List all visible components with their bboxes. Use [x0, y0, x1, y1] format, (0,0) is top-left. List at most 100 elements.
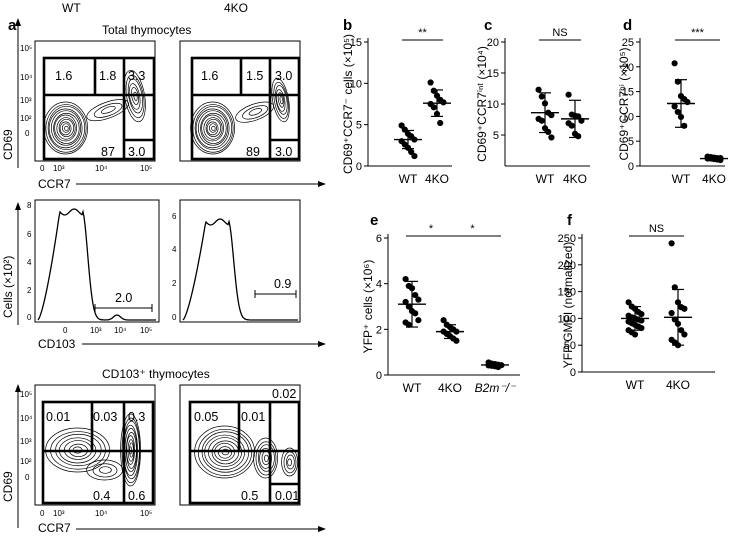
gate-value: 0.6: [128, 489, 145, 503]
data-point: [437, 119, 444, 127]
gate-value: 0.5: [241, 489, 258, 503]
x-category-label: 4KO: [563, 172, 587, 186]
panel-letter: b: [343, 17, 352, 34]
contour-line: [53, 112, 80, 144]
y-tick-label: 0: [570, 367, 576, 379]
data-point: [575, 113, 582, 120]
data-point: [674, 108, 681, 116]
data-point: [412, 291, 419, 299]
y-axis-label: CD69⁺CCR7ⁱⁿᵗ (×10⁴): [475, 46, 489, 162]
hist-wt-y-ticks: 8 6 4 2 0: [27, 201, 32, 322]
contour-line: [200, 112, 227, 144]
data-point: [678, 327, 685, 334]
data-point: [545, 128, 552, 135]
gate-value: 1.5: [246, 69, 263, 83]
y-tick-label: 10⁵: [20, 390, 32, 399]
significance-label: *: [470, 223, 475, 235]
y-tick-label: 25: [622, 37, 634, 49]
y-tick-label: 10: [487, 99, 499, 111]
contour-plot-cd103-4ko: 0.05 0.01 0.02 0.5 0.01: [179, 384, 301, 506]
y-tick-label: 0: [356, 161, 362, 173]
data-point: [440, 99, 447, 106]
x-axis-label-ccr7: CCR7: [38, 177, 71, 191]
data-point: [631, 331, 639, 338]
panel-a-letter: a: [8, 17, 17, 34]
x-category-label: WT: [672, 172, 691, 186]
contour-plot-cd103-wt: 0.01 0.03 0.3 0.4 0.6: [34, 384, 156, 506]
x-category-label: 4KO: [438, 381, 462, 395]
contour-line: [205, 118, 222, 138]
cd103-thymocytes-title: CD103⁺ thymocytes: [102, 367, 210, 381]
data-point: [565, 91, 572, 98]
contour-plot-total-4ko: 1.6 1.5 3.0 89 3.0: [179, 40, 301, 162]
contour-line: [275, 85, 288, 115]
data-point: [681, 331, 688, 338]
data-point: [548, 134, 555, 141]
data-point: [411, 152, 418, 160]
x-tick-label: 10⁴: [95, 164, 108, 173]
contour-line: [258, 444, 275, 472]
x-axis-label-cd103: CD103: [38, 337, 76, 351]
contour-line: [259, 448, 272, 469]
contour-line: [58, 118, 75, 138]
contour-line: [45, 104, 87, 153]
y-tick-label: 6: [27, 230, 32, 239]
y-axis-label: CD69⁺CCR7ʰⁱ (×10⁵): [617, 47, 631, 160]
gate-value: 89: [246, 145, 260, 159]
gate-value: 1.8: [99, 69, 116, 83]
data-point: [681, 122, 688, 129]
y-tick-label: 0: [25, 473, 30, 482]
x-tick-label: 10³: [53, 509, 65, 518]
x-tick-label: 10⁴: [95, 509, 108, 518]
y-axis-label-cd69-2: CD69: [1, 471, 15, 502]
gate-value: 1.6: [55, 69, 72, 83]
contour-line: [248, 108, 263, 116]
data-point: [440, 317, 447, 324]
hist-ko-y-ticks: 6 4 2 0: [172, 212, 177, 322]
y-tick-label: 5: [356, 120, 362, 132]
y-tick-label: 250: [558, 233, 576, 245]
contour-line: [93, 102, 123, 118]
data-point: [538, 117, 545, 124]
gate-box: [188, 400, 301, 505]
y-tick-label: 5: [493, 130, 499, 142]
contour-line: [235, 101, 274, 123]
data-point: [681, 305, 688, 312]
contour-line: [86, 459, 123, 481]
data-point: [415, 317, 422, 324]
column-label-wt: WT: [62, 1, 81, 15]
contour-line: [279, 96, 284, 105]
gate-value: 0.3: [128, 410, 145, 424]
significance-label: **: [418, 27, 427, 39]
total-x-ticks: 0 10³ 10⁴ 10⁵: [40, 164, 152, 173]
gate-value: 0.01: [275, 489, 299, 503]
y-tick-label: 10: [622, 111, 634, 123]
total-y-ticks: 10⁵ 10⁴ 10³ 10² 0: [20, 44, 33, 138]
y-axis-label: CD69⁺CCR7⁻ cells (×10⁵): [341, 34, 355, 174]
contour-line: [211, 440, 240, 465]
gate-value: 87: [101, 145, 115, 159]
y-tick-label: 150: [558, 287, 576, 299]
y-tick-label: 10⁵: [20, 44, 32, 53]
x-category-label: 4KO: [702, 172, 726, 186]
x-category-label: 4KO: [425, 172, 449, 186]
y-tick-label: 2: [376, 324, 382, 336]
hist-x-ticks: 0 10³ 10⁴ 10⁵: [63, 326, 152, 335]
gate-value: 0.01: [46, 410, 70, 424]
y-tick-label: 0: [27, 313, 32, 322]
contour-line: [86, 99, 129, 122]
panel-letter: f: [567, 212, 573, 229]
contour-line: [208, 123, 218, 133]
gate-value: 0.02: [272, 387, 296, 401]
gate-value: 3.3: [128, 69, 145, 83]
gate-box: [190, 56, 301, 161]
y-tick-label: 200: [558, 260, 576, 272]
y-tick-label: 5: [628, 136, 634, 148]
contour-line: [50, 110, 82, 146]
contour-line: [195, 108, 230, 149]
y-tick-label: 10²: [20, 114, 32, 123]
contour-line: [48, 108, 83, 149]
contour-line: [92, 463, 118, 478]
